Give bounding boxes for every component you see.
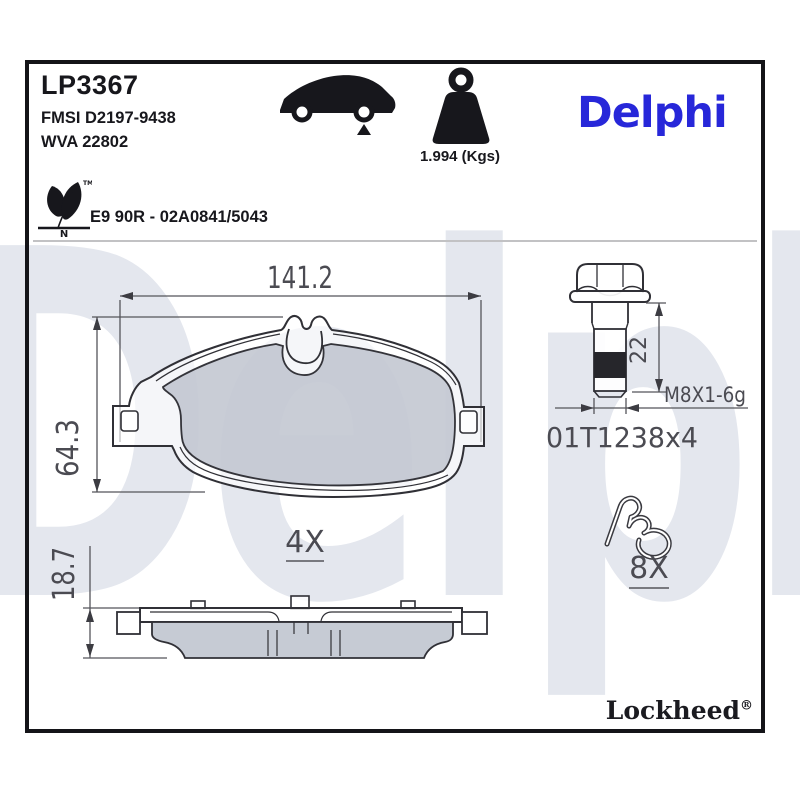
thread-lock-patch (594, 352, 626, 378)
pad-side-view-dims (83, 546, 324, 659)
eco-mark-letter: N (60, 229, 68, 238)
side-friction-material (151, 621, 454, 659)
car-rear-axle-icon (280, 75, 396, 135)
bolt-part-ref-label: 01T1238x4 (546, 421, 698, 454)
width-dimension-label: 141.2 (267, 261, 333, 296)
header: LP3367 FMSI D2197-9438 WVA 22802 1.994 (… (29, 64, 761, 244)
pad-quantity-label: 4X (285, 525, 325, 560)
wva-reference: WVA 22802 (41, 133, 129, 151)
front-view-arrows (93, 292, 481, 492)
spring-clip-drawing (604, 495, 672, 560)
weight-value: 1.994 (Kgs) (419, 148, 501, 165)
clip-quantity-label: 8X (629, 551, 669, 586)
thickness-dimension-label: 18.7 (47, 547, 82, 601)
rear-axle-marker (357, 124, 371, 135)
homologation-number: E9 90R - 02A0841/5043 (90, 208, 268, 226)
delphi-logo: Delphi (577, 88, 728, 138)
backplate-detail-lines (120, 328, 478, 492)
pad-side-view (116, 595, 488, 659)
fmsi-reference: FMSI D2197-9438 (41, 109, 176, 127)
bolt-thread-label: M8X1-6g (664, 383, 746, 407)
header-divider (33, 240, 757, 242)
pad-front-view (92, 295, 482, 493)
part-number: LP3367 (41, 70, 139, 100)
height-dimension-label: 64.3 (51, 419, 86, 477)
side-view-arrows (86, 609, 94, 657)
friction-material (162, 343, 456, 487)
bolt-length-label: 22 (627, 336, 652, 364)
eco-leaf-icon: N TM (38, 180, 92, 238)
eco-mark-tm: TM (83, 180, 92, 187)
bolt-drawing (569, 263, 651, 398)
bolt-dim-arrows (581, 303, 663, 412)
weight-icon (432, 67, 490, 144)
